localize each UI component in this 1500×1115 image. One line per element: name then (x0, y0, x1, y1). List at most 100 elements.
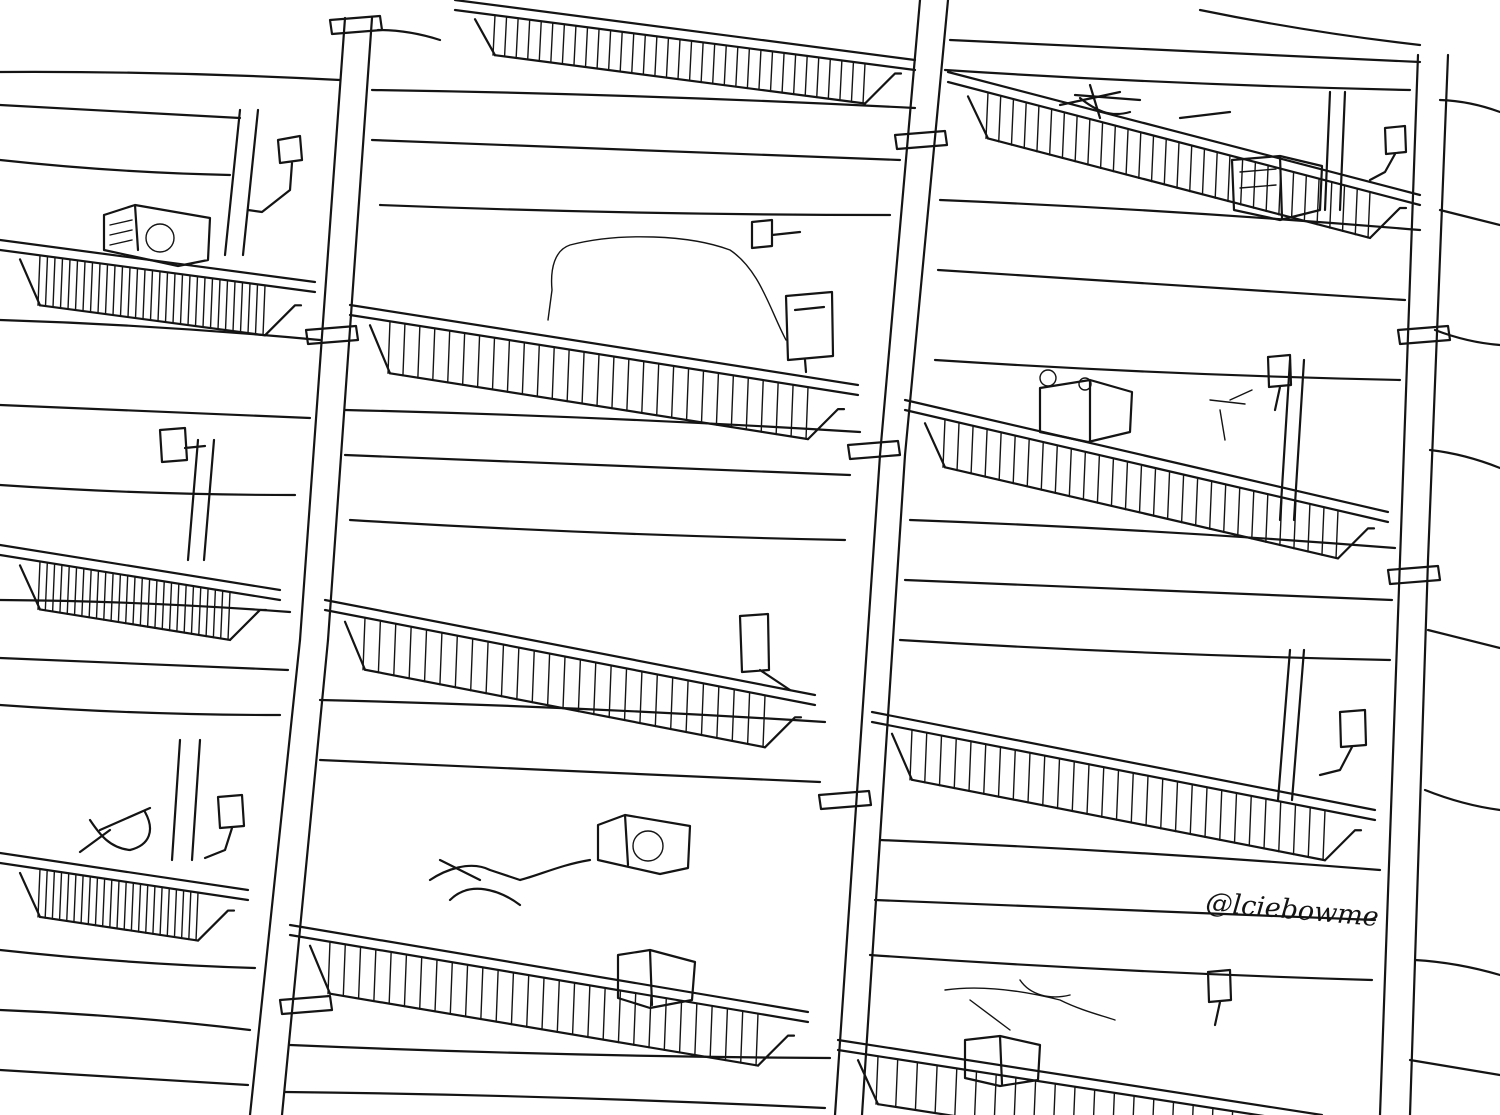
balcony-top-rail (453, 8, 917, 72)
balcony-picket (556, 979, 560, 1033)
balcony-picket (202, 276, 206, 329)
floor-slab-line (283, 1090, 827, 1110)
balcony-picket (850, 61, 855, 103)
balcony-top-rail (946, 70, 1422, 197)
balcony-picket (983, 743, 987, 795)
balcony-picket (546, 652, 551, 707)
balcony-picket (1307, 806, 1311, 859)
balcony-picket (166, 887, 170, 937)
balcony-top-rail (323, 608, 817, 707)
pipe-cluster (78, 83, 1253, 1031)
floor-slab-line (0, 70, 342, 82)
wall-junction-box (1206, 968, 1233, 1027)
floor-slab-line (903, 578, 1394, 602)
column-edge (186, 438, 200, 562)
balcony (348, 303, 860, 441)
balcony-top-rail (288, 923, 810, 1014)
balcony-picket (685, 679, 689, 734)
balcony-picket (179, 273, 184, 326)
balcony-picket (59, 564, 63, 614)
balcony-bracket (966, 95, 1408, 240)
balcony-picket (909, 729, 913, 781)
balcony-picket (510, 971, 515, 1026)
balcony-picket (1145, 775, 1149, 827)
balcony-picket (224, 279, 229, 332)
column-edge (1426, 53, 1450, 562)
balcony-bracket (368, 324, 846, 441)
column-edge (280, 638, 330, 1115)
balcony-picket (596, 353, 600, 407)
balcony-picket (593, 661, 597, 716)
balcony-bottom-rail (363, 668, 767, 749)
balcony-picket (217, 278, 221, 331)
balcony-picket (195, 891, 199, 942)
column-edge (903, 0, 950, 457)
column-edge (223, 108, 242, 257)
balcony-picket (1354, 187, 1358, 236)
balcony-picket (51, 870, 56, 920)
balcony-picket (327, 941, 331, 995)
balcony-picket (715, 372, 720, 426)
balcony-picket (1322, 809, 1326, 861)
balcony-bracket (308, 944, 796, 1067)
balcony-picket (377, 620, 382, 674)
balcony-picket (562, 655, 566, 710)
balcony-picket (1096, 454, 1101, 504)
floor-slab-line (378, 203, 892, 217)
balcony-picket (1086, 763, 1090, 815)
balcony-picket (1227, 154, 1231, 203)
floor-slab-line (908, 518, 1397, 550)
balcony-picket (1180, 473, 1185, 524)
balcony-picket (1012, 434, 1016, 485)
balcony-picket (1115, 769, 1120, 821)
balcony-picket (573, 25, 577, 67)
balcony-picket (550, 22, 554, 64)
balcony-picket (1329, 181, 1333, 229)
balcony-picket (127, 266, 131, 319)
floor-slab-line (0, 158, 232, 177)
balcony-picket (37, 868, 41, 918)
balcony-picket (997, 746, 1002, 798)
column-joint (846, 439, 902, 461)
floor-slab-line (938, 198, 1422, 232)
balcony-picket (461, 332, 466, 386)
balcony-picket (709, 1005, 713, 1059)
balcony-picket (531, 649, 535, 704)
balcony-picket (1174, 780, 1179, 833)
balcony-picket (449, 961, 453, 1015)
balcony-picket (387, 320, 391, 374)
balcony-picket (1292, 803, 1297, 856)
balcony-picket (434, 958, 438, 1013)
balcony-picket (1125, 128, 1129, 176)
balcony-picket (1124, 460, 1129, 511)
floor-slab-line (1423, 788, 1500, 812)
balcony-picket (59, 257, 64, 310)
balcony-picket (805, 386, 809, 440)
balcony-bottom-rail (388, 372, 810, 441)
balcony-picket (1082, 451, 1087, 501)
balcony-picket (804, 55, 808, 97)
balcony-picket (1048, 108, 1053, 156)
column-edge (1378, 558, 1402, 1115)
air-conditioner-unit (616, 948, 697, 1010)
balcony-picket (188, 890, 192, 941)
balcony-picket (152, 885, 156, 935)
balcony-picket (232, 280, 236, 333)
balcony-bottom-rail (943, 466, 1340, 560)
balcony-picket (1194, 477, 1199, 527)
balcony-top-rail (836, 1038, 1324, 1115)
balcony-picket (209, 277, 214, 330)
balcony-picket (1237, 486, 1241, 537)
balcony-picket (194, 275, 199, 328)
balcony-picket (219, 590, 224, 640)
balcony-top-rail (0, 248, 317, 294)
balcony-picket (87, 875, 91, 926)
balcony-picket (914, 1061, 919, 1111)
balcony-picket (500, 643, 505, 698)
balcony-picket (247, 282, 251, 335)
balcony-picket (619, 31, 623, 73)
balcony-picket (1087, 118, 1091, 166)
balcony-picket (1219, 789, 1223, 841)
balcony-top-rail (836, 1048, 1265, 1115)
balcony-picket (44, 869, 48, 919)
